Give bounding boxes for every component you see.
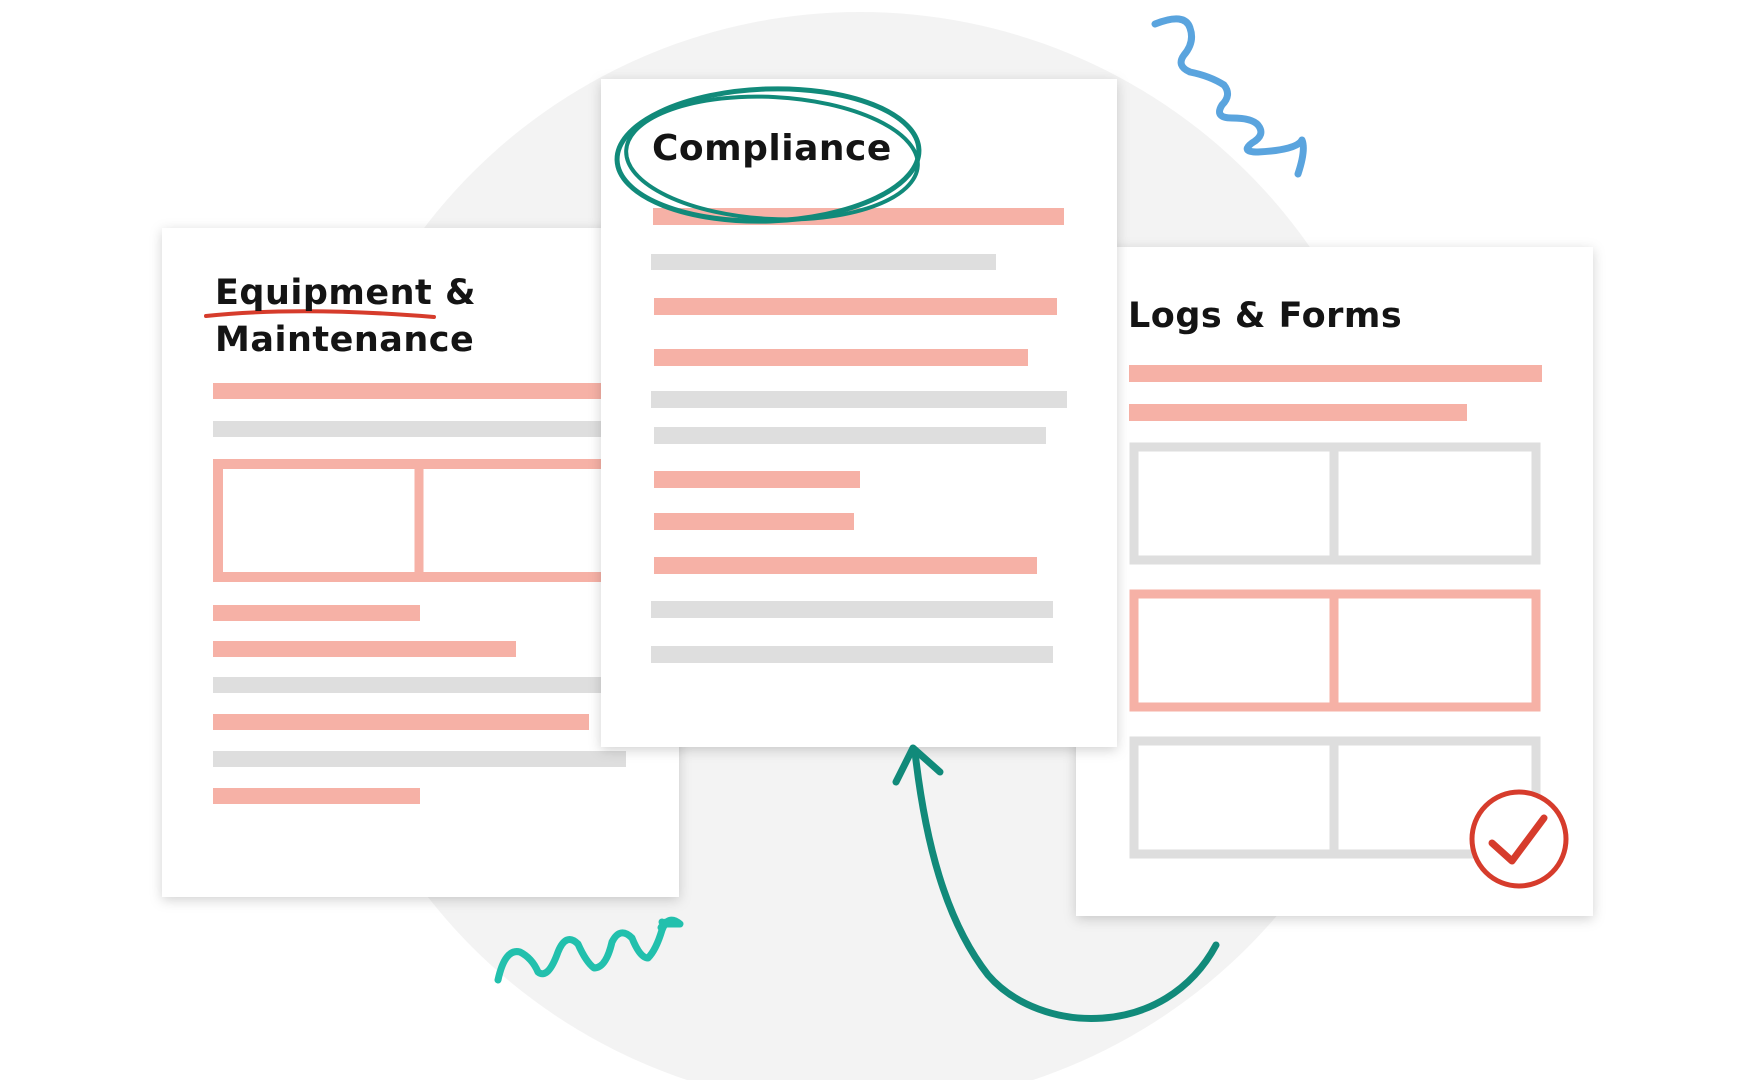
equipment-maintenance-title: Equipment & Maintenance [215, 270, 476, 364]
text-line [651, 254, 996, 270]
text-line [213, 677, 633, 693]
text-line [213, 605, 420, 621]
text-line [213, 383, 633, 399]
text-line [213, 788, 420, 804]
text-line [651, 646, 1053, 663]
document-paper [601, 79, 1117, 747]
text-line [213, 421, 633, 437]
highlight-scribble-circle [614, 86, 922, 224]
text-line [654, 298, 1057, 315]
text-line [654, 471, 860, 488]
text-line [1129, 404, 1467, 421]
text-line [654, 557, 1037, 574]
title-line-1: Equipment & [215, 273, 476, 313]
title-line-2: Maintenance [215, 320, 475, 360]
text-line [654, 349, 1028, 366]
document-compliance [601, 79, 1117, 747]
text-line [213, 751, 626, 767]
text-line [654, 513, 854, 530]
text-line [1129, 365, 1542, 382]
zigzag-doodle-icon [494, 916, 684, 984]
text-line [651, 391, 1067, 408]
document-equipment-maintenance [162, 228, 679, 897]
text-line [654, 427, 1046, 444]
document-logs-forms [1076, 247, 1593, 916]
text-line [213, 641, 516, 657]
underline-scribble [204, 309, 436, 319]
check-circle-icon [1469, 789, 1569, 889]
compliance-title: Compliance [652, 128, 892, 169]
logs-forms-title: Logs & Forms [1128, 296, 1403, 336]
curved-arrow-icon [892, 744, 1220, 1022]
text-line [651, 601, 1053, 618]
text-line [213, 714, 589, 730]
zigzag-doodle-icon [1151, 15, 1307, 178]
